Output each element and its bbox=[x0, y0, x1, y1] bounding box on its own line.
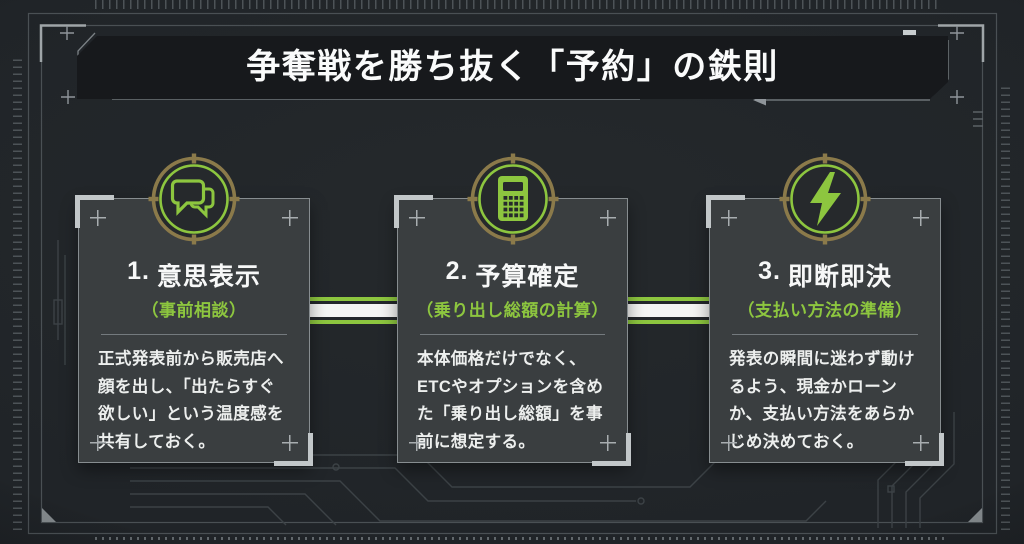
page-title: 争奪戦を勝ち抜く「予約」の鉄則 bbox=[246, 48, 779, 86]
step-name: 意思表示 bbox=[156, 263, 261, 291]
crosshair-icon bbox=[721, 435, 737, 451]
step-title: 2. 予算確定 bbox=[398, 257, 627, 293]
crosshair-icon bbox=[409, 435, 425, 451]
crosshair-icon bbox=[600, 210, 616, 226]
crosshair-icon bbox=[600, 435, 616, 451]
step-card-3: 3. 即断即決 （支払い方法の準備） 発表の瞬間に迷わず動けるよう、現金かローン… bbox=[706, 153, 944, 466]
crosshair-icon bbox=[913, 435, 929, 451]
step-number: 2. bbox=[445, 257, 469, 285]
step-name: 予算確定 bbox=[475, 263, 580, 291]
step-icon-badge bbox=[779, 153, 871, 245]
divider-line bbox=[420, 334, 605, 335]
crosshair-icon bbox=[282, 435, 298, 451]
corner-triangle-icon bbox=[968, 508, 982, 522]
step-icon-badge bbox=[467, 153, 559, 245]
crosshair-icon bbox=[409, 210, 425, 226]
step-description: 発表の瞬間に迷わず動けるよう、現金かローンか、支払い方法をあらかじめ決めておく。 bbox=[729, 350, 915, 452]
calculator-icon bbox=[497, 176, 528, 221]
step-title: 3. 即断即決 bbox=[710, 257, 940, 293]
dotted-baseline bbox=[95, 537, 945, 540]
crosshair-icon bbox=[90, 435, 106, 451]
step-description: 本体価格だけでなく、ETCやオプションを含めた「乗り出し総額」を事前に想定する。 bbox=[417, 350, 604, 452]
step-name: 即断即決 bbox=[787, 263, 892, 291]
step-number: 1. bbox=[127, 257, 150, 285]
crosshair-icon bbox=[90, 210, 106, 226]
ladder-ticks bbox=[973, 111, 983, 127]
step-subtitle: （支払い方法の準備） bbox=[737, 301, 913, 320]
ruler-ticks-left bbox=[13, 55, 22, 530]
step-number: 3. bbox=[758, 257, 781, 285]
corner-triangle-icon bbox=[42, 508, 56, 522]
divider-line bbox=[101, 334, 287, 335]
crosshair-icon bbox=[282, 210, 298, 226]
ruler-ticks-top bbox=[95, 0, 940, 9]
step-icon-badge bbox=[148, 153, 240, 245]
ruler-ticks-right bbox=[1001, 85, 1010, 530]
crosshair-icon bbox=[913, 210, 929, 226]
step-card-1: 1. 意思表示 （事前相談） 正式発表前から販売店へ顔を出し、「出たらすぐ欲しい… bbox=[75, 153, 313, 466]
divider-line bbox=[732, 334, 918, 335]
step-description: 正式発表前から販売店へ顔を出し、「出たらすぐ欲しい」という温度感を共有しておく。 bbox=[98, 350, 284, 452]
dash-mark bbox=[903, 30, 916, 35]
step-subtitle: （事前相談） bbox=[141, 301, 247, 320]
lightning-icon bbox=[810, 172, 841, 226]
title-banner: 争奪戦を勝ち抜く「予約」の鉄則 bbox=[77, 36, 948, 99]
frame-corner-accents bbox=[39, 24, 985, 62]
step-subtitle: （乗り出し総額の計算） bbox=[416, 301, 609, 320]
crosshair-icon bbox=[721, 210, 737, 226]
step-card-2: 2. 予算確定 （乗り出し総額の計算） 本体価格だけでなく、ETCやオプションを… bbox=[394, 153, 631, 466]
chat-icon bbox=[170, 179, 215, 219]
step-title: 1. 意思表示 bbox=[79, 257, 309, 293]
